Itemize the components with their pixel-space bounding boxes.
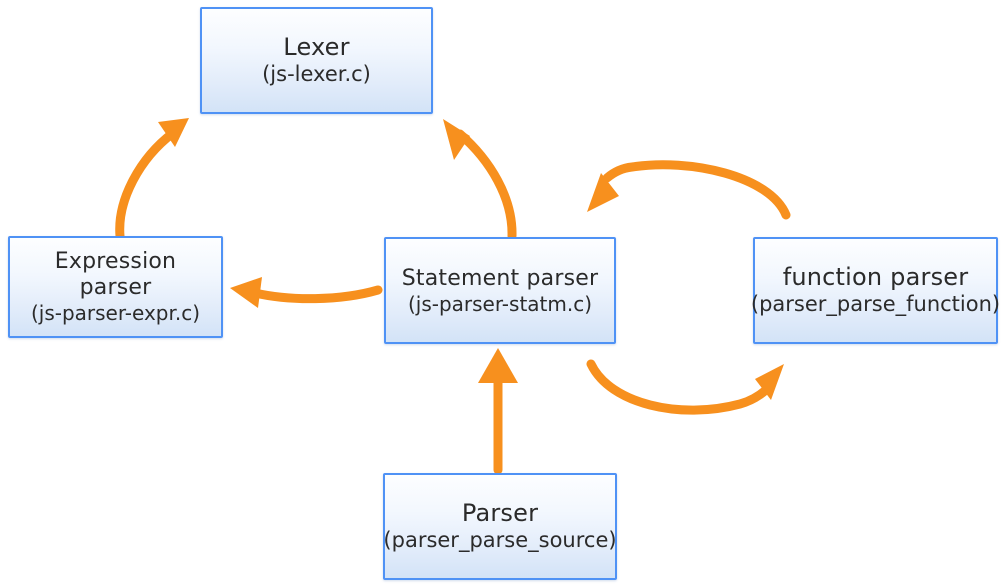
node-lexer-subtitle: (js-lexer.c) (262, 62, 371, 87)
node-statement-parser-title: Statement parser (401, 265, 599, 291)
node-expression-parser-title: Expression parser (54, 249, 177, 301)
arrow-function-to-statement (587, 160, 791, 220)
arrow-statement-to-function (586, 359, 784, 415)
arrow-statement-to-lexer (443, 119, 517, 241)
node-parser[interactable]: Parser (parser_parse_source) (383, 473, 617, 580)
node-expression-parser[interactable]: Expression parser (js-parser-expr.c) (8, 236, 223, 338)
node-function-parser[interactable]: function parser (parser_parse_function) (750, 237, 1001, 344)
node-lexer-title: Lexer (283, 33, 350, 62)
node-lexer[interactable]: Lexer (js-lexer.c) (200, 7, 433, 114)
node-statement-parser[interactable]: Statement parser (js-parser-statm.c) (384, 237, 616, 344)
arrow-parser-to-statement (478, 348, 518, 475)
node-parser-subtitle: (parser_parse_source) (383, 528, 617, 553)
node-function-parser-subtitle: (parser_parse_function) (750, 292, 1001, 317)
arrow-statement-to-expression (230, 277, 383, 308)
node-parser-title: Parser (461, 499, 539, 528)
node-function-parser-title: function parser (782, 263, 969, 292)
node-statement-parser-subtitle: (js-parser-statm.c) (407, 291, 593, 316)
node-expression-parser-subtitle: (js-parser-expr.c) (30, 301, 201, 326)
arrow-expression-to-lexer (115, 118, 189, 241)
